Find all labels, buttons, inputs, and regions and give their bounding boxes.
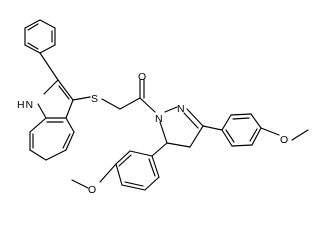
double-bond-inner (27, 42, 39, 50)
double-bond-inner (148, 158, 156, 177)
bond (202, 125, 223, 131)
bond (260, 127, 280, 136)
bond (65, 117, 75, 133)
bond (24, 44, 41, 54)
bond (119, 97, 141, 110)
double-bond-inner (249, 128, 258, 142)
bond (39, 19, 56, 29)
bond (24, 19, 41, 29)
bond (99, 163, 117, 183)
double-bond-inner (62, 133, 71, 149)
bond (221, 129, 233, 147)
bond (231, 144, 253, 147)
pyrazoline-ring (159, 106, 204, 148)
bond (250, 113, 262, 129)
bond (151, 155, 160, 178)
bond (71, 179, 89, 189)
bond (189, 125, 204, 148)
bond (37, 103, 47, 119)
bond (164, 106, 178, 113)
bond (65, 131, 75, 151)
bond (43, 79, 59, 95)
bond (115, 150, 131, 165)
n2-label: N (177, 103, 185, 115)
bond (29, 149, 47, 161)
double-bond-inner (232, 117, 250, 120)
bond (29, 117, 47, 133)
left-methoxy-oxygen-label: O (88, 184, 96, 196)
sulfur-label: S (91, 93, 98, 105)
bond (121, 184, 146, 191)
bond (65, 99, 74, 119)
bond (251, 127, 262, 146)
double-bond-inner (225, 129, 235, 143)
bond (186, 108, 204, 127)
double-bond-inner (58, 85, 70, 100)
indole-benzo-ring (29, 117, 75, 161)
double-bond-inner (183, 112, 199, 129)
bond (115, 163, 123, 186)
bond (45, 149, 67, 161)
left-methoxyphenyl-ring (115, 150, 160, 191)
nh-label: H N (17, 99, 33, 111)
chemical-structure-diagram: H N S O N N O O (17, 19, 309, 196)
bond (39, 44, 56, 54)
double-bond-inner (118, 154, 132, 167)
double-bond-inner (124, 181, 144, 187)
bond (72, 96, 91, 101)
right-methoxy-oxygen-label: O (280, 134, 288, 146)
double-bond-inner (27, 23, 39, 31)
phenyl-ring (24, 19, 56, 54)
bond (230, 113, 252, 116)
bond (129, 150, 153, 157)
carbonyl-oxygen-label: O (138, 71, 146, 83)
n1-label: N (155, 113, 163, 125)
bond (159, 121, 168, 144)
bond (166, 142, 191, 148)
bond (101, 98, 121, 110)
bond (39, 52, 59, 81)
bond (151, 142, 168, 157)
bond (291, 129, 309, 141)
right-methoxyphenyl-ring (221, 113, 262, 147)
bond (144, 176, 160, 191)
indole-pyrrole-ring (37, 79, 74, 119)
bond (139, 97, 156, 113)
bond (57, 79, 74, 101)
bond (221, 114, 232, 131)
